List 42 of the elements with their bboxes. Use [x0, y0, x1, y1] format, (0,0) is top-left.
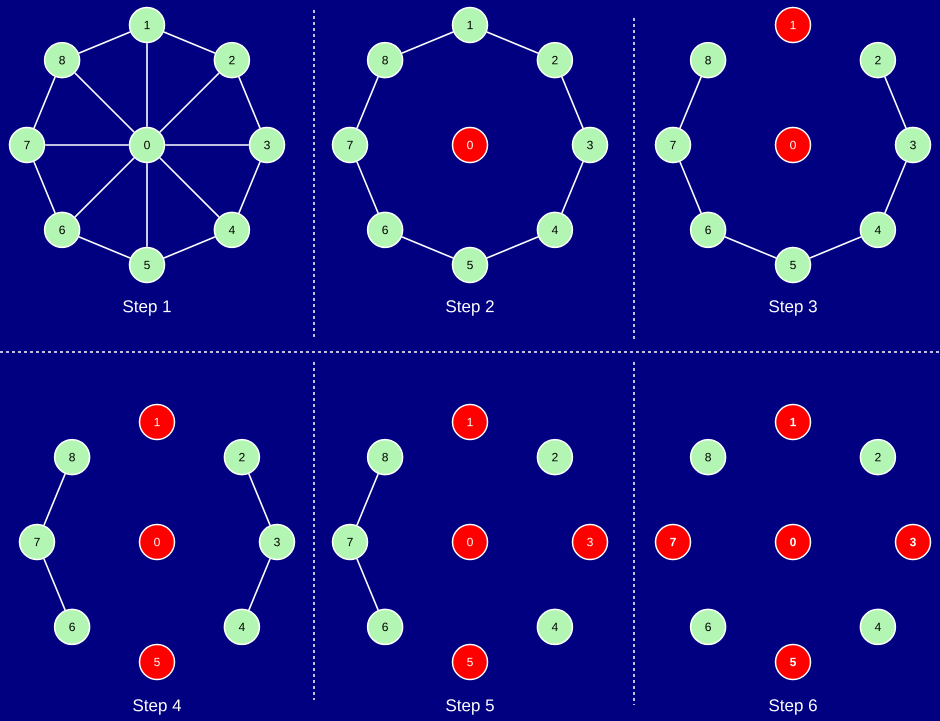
graph-edge [356, 162, 379, 214]
graph-edge [884, 162, 907, 214]
graph-edge [146, 163, 148, 247]
graph-edge [561, 76, 584, 128]
graph-edge [248, 558, 271, 610]
graph-edge [402, 236, 454, 259]
graph-edge [238, 162, 261, 214]
graph-edge [724, 236, 776, 259]
graph-edge [402, 31, 454, 54]
graph-edge [159, 157, 220, 218]
graph-edge [74, 157, 135, 218]
graph-edge [74, 72, 135, 133]
step-caption: Step 5 [446, 699, 494, 715]
graph-edge [679, 162, 702, 214]
graph-edge [164, 236, 216, 259]
graph-edge [33, 76, 56, 128]
graph-edge [561, 162, 584, 214]
step-caption: Step 2 [446, 300, 494, 316]
graph-edge [810, 236, 862, 259]
step-caption: Step 4 [133, 699, 182, 715]
graph-edge [356, 558, 379, 610]
graph-edge [33, 162, 56, 214]
graph-edge [884, 76, 907, 128]
graph-edge [43, 474, 66, 526]
graph-edge [159, 72, 220, 133]
step-caption: Step 6 [769, 699, 817, 715]
graph-edge [248, 474, 271, 526]
graph-edge [43, 558, 66, 610]
step-caption: Step 3 [769, 300, 817, 316]
graph-edge [356, 474, 379, 526]
graph-edge [679, 76, 702, 128]
graph-edge [486, 31, 538, 54]
graph-edge [146, 43, 148, 127]
graph-edge [486, 236, 538, 259]
graph-edge [78, 236, 130, 259]
graph-edge [356, 76, 379, 128]
graph-edge [164, 31, 216, 54]
step-caption: Step 1 [123, 300, 171, 316]
graph-edge [165, 144, 249, 146]
graph-edge [238, 76, 261, 128]
graph-edge [45, 144, 129, 146]
graph-edge [78, 31, 130, 54]
